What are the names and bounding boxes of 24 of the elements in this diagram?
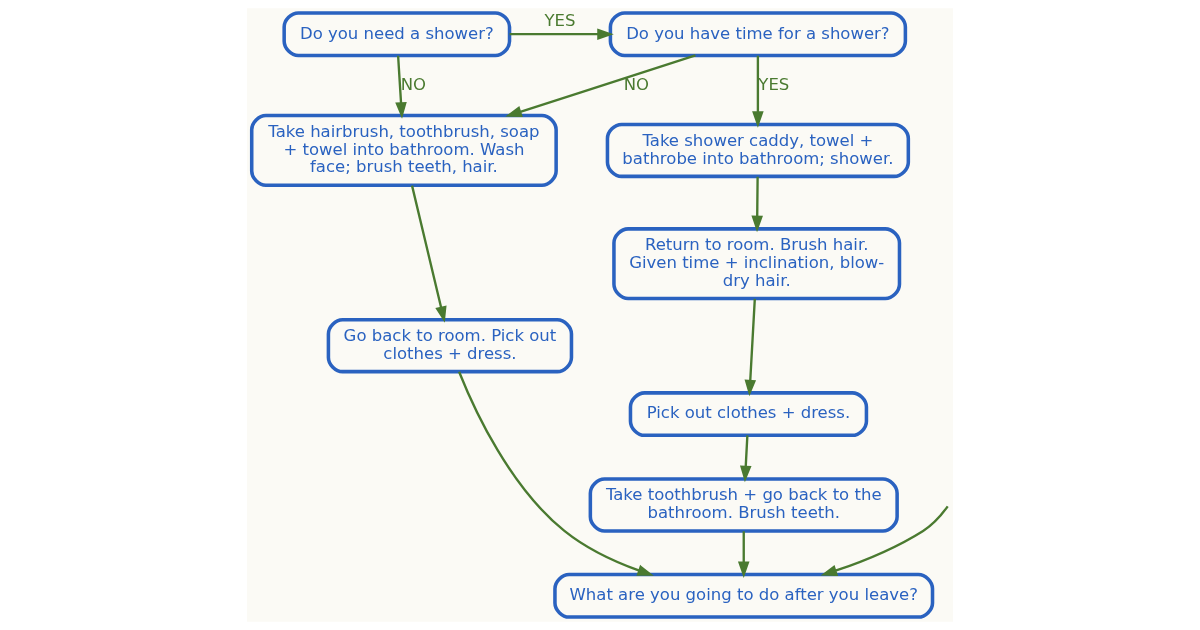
arrow <box>509 28 614 40</box>
arrow <box>737 531 750 579</box>
arrow <box>740 435 752 483</box>
arrow <box>458 371 654 576</box>
arrow <box>395 55 407 119</box>
node-box: Take hairbrush, toothbrush, soap + towel into bathroom. Wash face; brush teeth, hair. <box>249 113 558 187</box>
node-box: Go back to room. Pick out clothes + dress. <box>326 317 574 374</box>
node-box: Take toothbrush + go back to the bathroom. Brush teeth. <box>588 477 899 533</box>
arrow <box>751 176 763 233</box>
edge-label: YES <box>758 74 790 94</box>
node-box: Return to room. Brush hair. Given time + inclination, blow-dry hair. <box>612 227 902 301</box>
arrow <box>752 55 764 128</box>
edge-label: NO <box>623 74 650 94</box>
arrow <box>410 185 447 323</box>
arrow <box>744 298 757 397</box>
node-box: Do you have time for a shower? <box>608 11 908 58</box>
node-box: Take shower caddy, towel + bathrobe into bathroom; shower. <box>605 122 911 179</box>
edge-label: NO <box>400 74 427 94</box>
node-box: What are you going to do after you leave? <box>553 572 935 619</box>
arrow <box>820 505 949 576</box>
node-box: Pick out clothes + dress. <box>628 391 869 438</box>
arrow <box>505 54 696 118</box>
node-box: Do you need a shower? <box>282 11 512 58</box>
edge-label: YES <box>544 11 576 31</box>
